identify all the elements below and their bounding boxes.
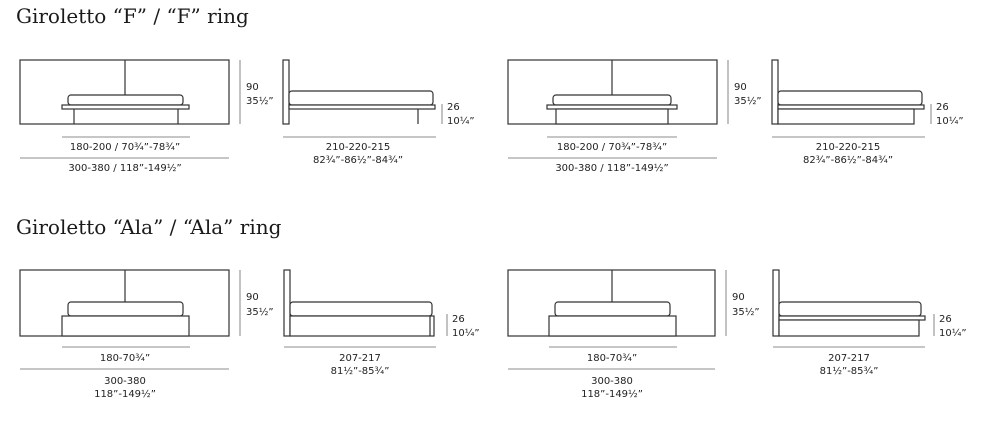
f-headboard-height-cm-a: 90 [246,82,259,93]
ala-total-width-in-b: 118”-149½” [581,388,643,400]
ala-bed-width-label-a: 180-70¾” [100,353,150,364]
ala-headboard-height-cm-a: 90 [246,292,259,303]
ala-side-view-a [283,269,448,348]
ala-frame-height-in-a: 10¼” [452,327,480,339]
section-title-ala: Giroletto “Ala” / “Ala” ring [16,215,282,239]
ala-length-in-b: 81½”-85¾” [820,365,879,377]
ala-front-view-a [19,269,230,370]
ala-frame-height-in-b: 10¼” [939,327,967,339]
f-bed-width-label-b: 180-200 / 70¾”-78¾” [557,142,667,153]
f-front-view-a [19,59,230,159]
ala-frame-height-cm-b: 26 [939,314,952,325]
f-headboard-height-in-b: 35½” [734,95,762,107]
ala-side-view-b [772,269,935,348]
ala-length-cm-b: 207-217 [828,353,870,364]
f-side-view-a [282,59,443,138]
ala-total-width-cm-a: 300-380 [104,376,146,387]
f-headboard-height-cm-b: 90 [734,82,747,93]
ala-total-width-cm-b: 300-380 [591,376,633,387]
ala-total-width-in-a: 118”-149½” [94,388,156,400]
f-front-view-b [507,59,718,159]
ala-frame-height-cm-a: 26 [452,314,465,325]
f-length-in-a: 82¾”-86½”-84¾” [313,154,403,166]
f-frame-height-in-b: 10¼” [936,115,964,127]
ala-length-cm-a: 207-217 [339,353,381,364]
f-total-width-label-b: 300-380 / 118”-149½” [555,162,668,174]
f-frame-height-cm-b: 26 [936,102,949,113]
ala-headboard-height-in-b: 35½” [732,306,760,318]
f-side-view-b [771,59,932,138]
ala-length-in-a: 81½”-85¾” [331,365,390,377]
f-length-cm-a: 210-220-215 [326,142,390,153]
f-total-width-label-a: 300-380 / 118”-149½” [68,162,181,174]
f-headboard-height-in-a: 35½” [246,95,274,107]
f-length-in-b: 82¾”-86½”-84¾” [803,154,893,166]
f-length-cm-b: 210-220-215 [816,142,880,153]
f-frame-height-in-a: 10¼” [447,115,475,127]
section-title-f: Giroletto “F” / “F” ring [16,4,249,28]
ala-bed-width-label-b: 180-70¾” [587,353,637,364]
ala-headboard-height-in-a: 35½” [246,306,274,318]
ala-front-view-b [507,269,716,370]
ala-headboard-height-cm-b: 90 [732,292,745,303]
f-bed-width-label-a: 180-200 / 70¾”-78¾” [70,142,180,153]
f-frame-height-cm-a: 26 [447,102,460,113]
